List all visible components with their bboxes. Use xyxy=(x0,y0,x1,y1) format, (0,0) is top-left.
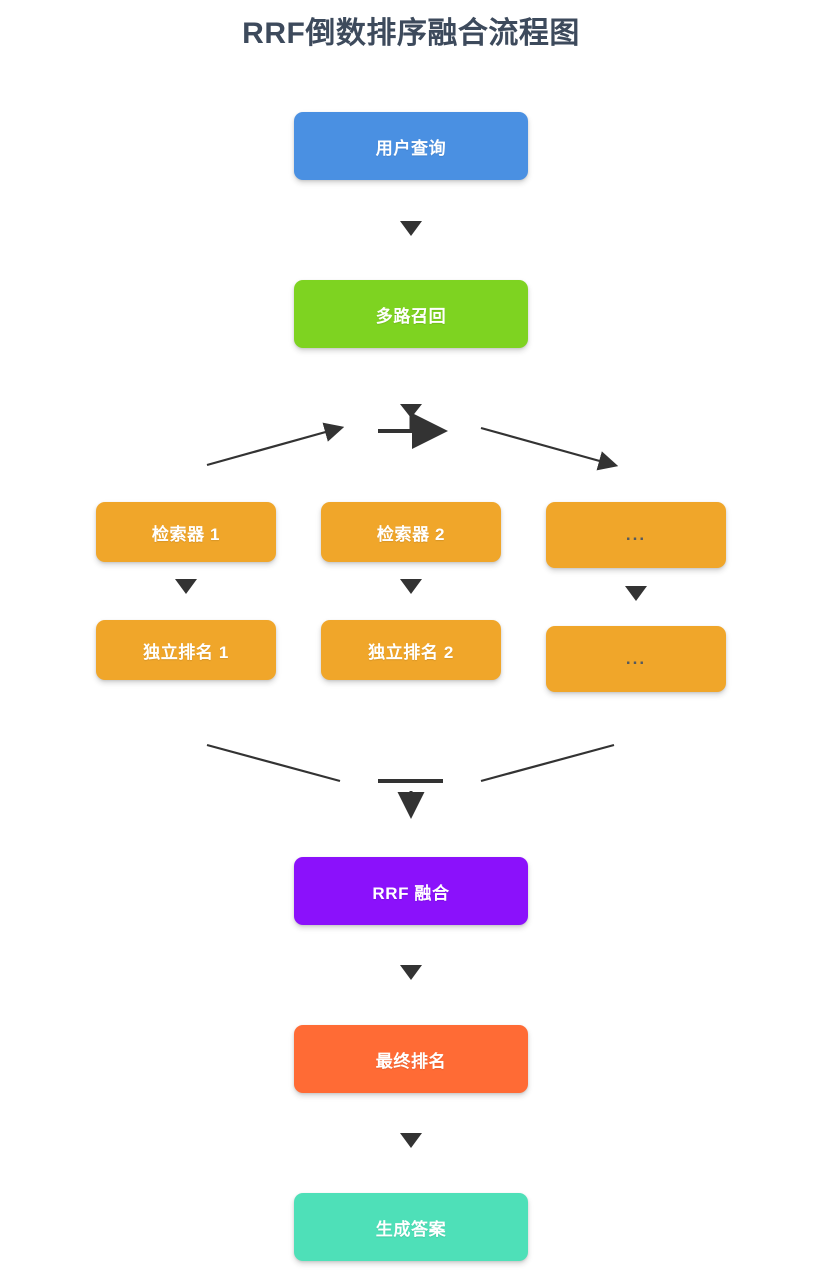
node-rank-2-label: 独立排名 2 xyxy=(368,642,454,662)
arrow-retriever-1-to-rank-1 xyxy=(175,579,197,594)
arrow-retriever-n-to-rank-n xyxy=(625,586,647,601)
node-rank-n[interactable]: ... xyxy=(546,626,726,692)
node-final-rank-label: 最终排名 xyxy=(375,1051,447,1071)
fanout-connector xyxy=(206,404,619,471)
node-multi-recall-label: 多路召回 xyxy=(375,306,447,326)
node-user-query[interactable]: 用户查询 xyxy=(294,112,528,180)
node-rank-1-label: 独立排名 1 xyxy=(143,642,229,662)
node-rank-n-label: ... xyxy=(625,649,647,668)
arrow-rrf-fusion-to-final-rank xyxy=(400,965,422,980)
node-retriever-n-label: ... xyxy=(625,525,647,544)
node-rrf-fusion[interactable]: RRF 融合 xyxy=(294,857,528,925)
arrow-retriever-2-to-rank-2 xyxy=(400,579,422,594)
node-retriever-2[interactable]: 检索器 2 xyxy=(321,502,501,562)
node-retriever-n[interactable]: ... xyxy=(546,502,726,568)
node-retriever-2-label: 检索器 2 xyxy=(376,524,446,544)
node-gen-answer[interactable]: 生成答案 xyxy=(294,1193,528,1261)
node-gen-answer-label: 生成答案 xyxy=(375,1219,447,1239)
node-rank-1[interactable]: 独立排名 1 xyxy=(96,620,276,680)
page-title: RRF倒数排序融合流程图 xyxy=(242,17,580,50)
node-retriever-1-label: 检索器 1 xyxy=(151,524,221,544)
node-user-query-label: 用户查询 xyxy=(375,138,447,158)
node-multi-recall[interactable]: 多路召回 xyxy=(294,280,528,348)
node-retriever-1[interactable]: 检索器 1 xyxy=(96,502,276,562)
arrow-user-query-to-multi-recall xyxy=(400,221,422,236)
fanin-connector xyxy=(206,743,615,819)
node-rrf-fusion-label: RRF 融合 xyxy=(372,883,450,903)
node-final-rank[interactable]: 最终排名 xyxy=(294,1025,528,1093)
arrow-final-rank-to-gen-answer xyxy=(400,1133,422,1148)
node-rank-2[interactable]: 独立排名 2 xyxy=(321,620,501,680)
